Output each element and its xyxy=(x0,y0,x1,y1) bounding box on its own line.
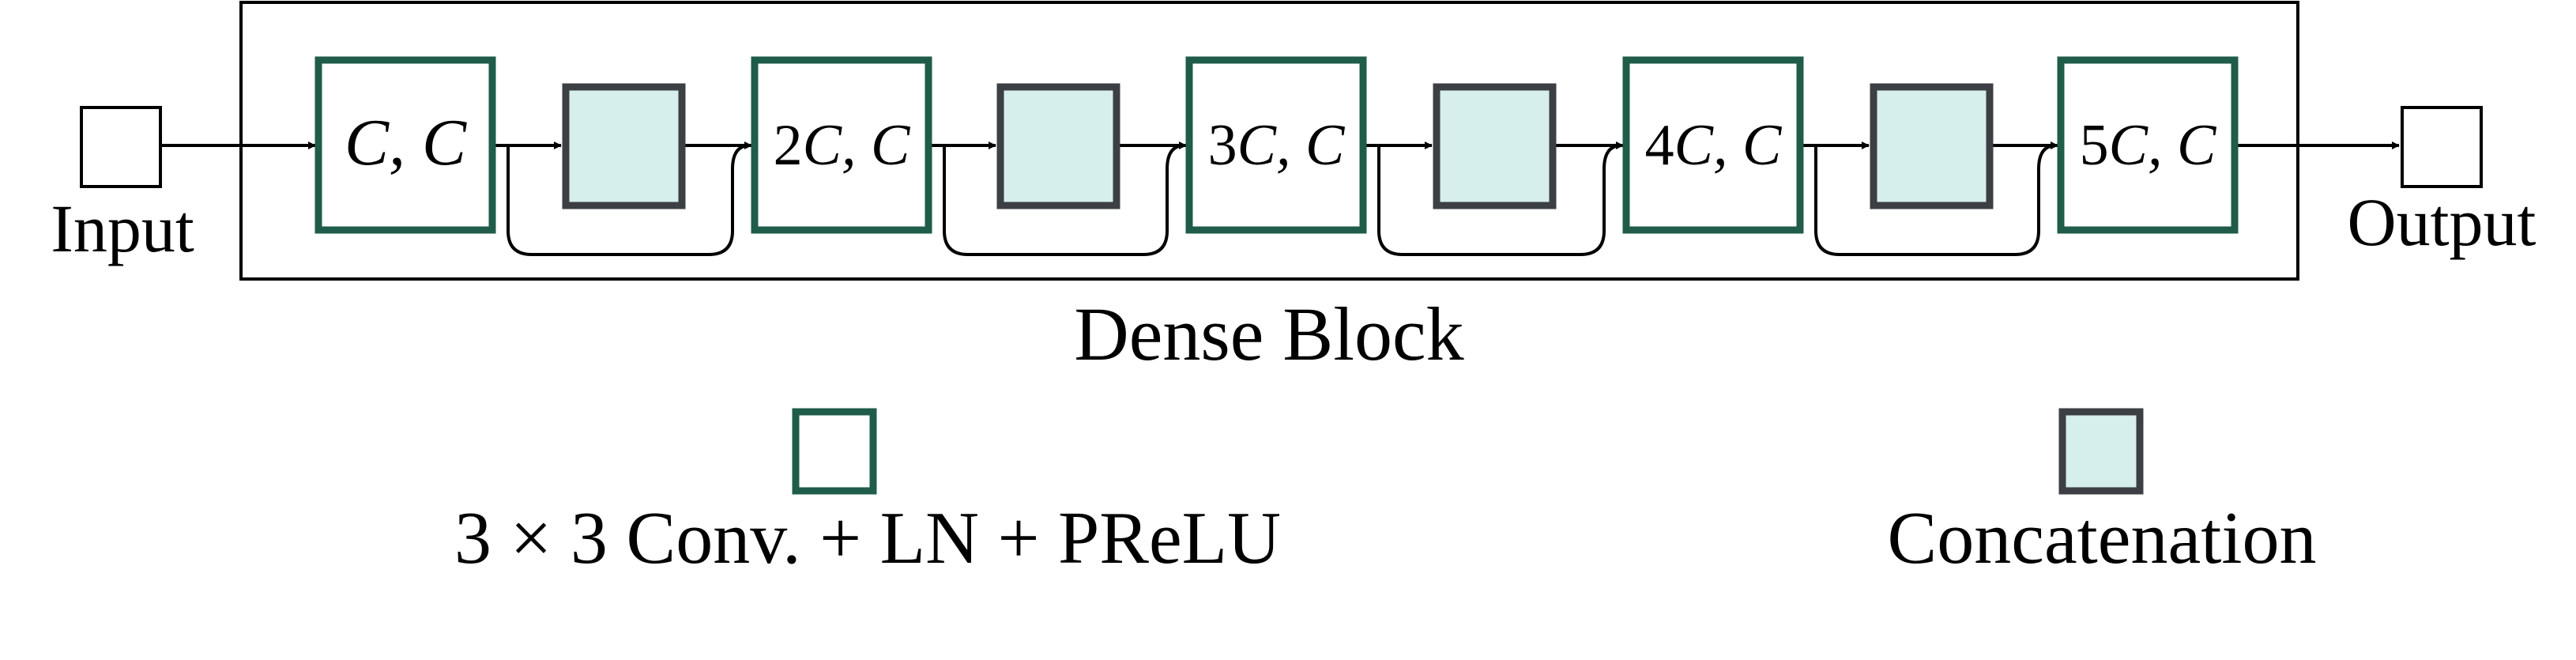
conv-node-channels: C, C xyxy=(345,106,467,179)
conv-node-label: 5C, C xyxy=(2080,113,2217,178)
skip-connection xyxy=(1377,144,1622,256)
output-box xyxy=(2401,106,2483,188)
conv-node: 3C, C xyxy=(1185,56,1367,234)
conv-node: 5C, C xyxy=(2057,56,2239,234)
legend-concat-label: Concatenation xyxy=(1888,497,2317,579)
conv-node-box xyxy=(1622,56,1804,234)
conv-node-multiplier: 2 xyxy=(774,113,803,178)
conv-node-channels: C, C xyxy=(803,113,911,178)
conv-node-multiplier: 5 xyxy=(2080,113,2109,178)
conv-node-label: C, C xyxy=(345,106,467,179)
dense-block-label: Dense Block xyxy=(1074,292,1463,376)
legend-conv-swatch xyxy=(792,408,877,495)
legend-conv-label: 3 × 3 Conv. + LN + PReLU xyxy=(454,497,1281,579)
skip-connection xyxy=(1814,144,2057,256)
concat-node xyxy=(1433,83,1557,209)
concat-node xyxy=(562,83,686,209)
conv-node: 2C, C xyxy=(751,56,932,234)
conv-node-box xyxy=(314,56,496,234)
conv-node-multiplier: 3 xyxy=(1208,113,1237,178)
input-box xyxy=(80,106,162,188)
skip-connection xyxy=(943,144,1185,256)
conv-node-channels: C, C xyxy=(1674,113,1783,178)
conv-node-box xyxy=(751,56,932,234)
input-label: Input xyxy=(51,190,194,266)
concat-nodes xyxy=(562,83,1994,209)
conv-node: C, C xyxy=(314,56,496,234)
conv-node-box xyxy=(2057,56,2239,234)
conv-node-label: 3C, C xyxy=(1208,113,1346,178)
dense-block-container xyxy=(239,1,2299,281)
legend-concat-swatch xyxy=(2058,408,2144,495)
conv-node-label: 2C, C xyxy=(774,113,911,178)
output-label: Output xyxy=(2348,184,2536,260)
concat-node xyxy=(996,83,1120,209)
conv-node-channels: C, C xyxy=(2109,113,2217,178)
conv-node-channels: C, C xyxy=(1237,113,1346,178)
conv-node-multiplier: 4 xyxy=(1645,113,1674,178)
conv-node-label: 4C, C xyxy=(1645,113,1783,178)
skip-connection xyxy=(507,144,751,256)
concat-node xyxy=(1870,83,1994,209)
conv-node-box xyxy=(1185,56,1367,234)
conv-node: 4C, C xyxy=(1622,56,1804,234)
